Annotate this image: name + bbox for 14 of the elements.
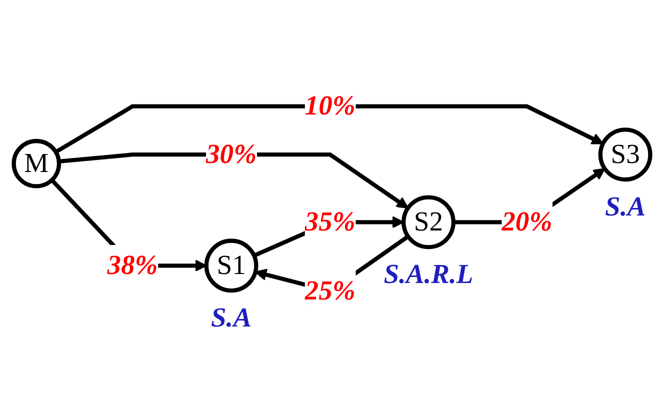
node-circle: S2 (402, 195, 456, 250)
node-circle: S1 (204, 238, 258, 293)
edge-label: 25% (304, 276, 356, 306)
node-circle: S3 (598, 128, 652, 182)
edge-label: 35% (304, 207, 356, 238)
company-type-label: S.A (605, 190, 646, 222)
edge-label: 30% (206, 139, 257, 170)
edge-label: 38% (107, 250, 158, 281)
edge-label: 10% (304, 91, 356, 122)
arrow (54, 104, 604, 154)
edge-label: 20% (502, 207, 552, 238)
node-circle: M (12, 138, 62, 188)
company-type-label: S.A (211, 301, 252, 332)
company-type-label: S.A.R.L (384, 258, 474, 289)
